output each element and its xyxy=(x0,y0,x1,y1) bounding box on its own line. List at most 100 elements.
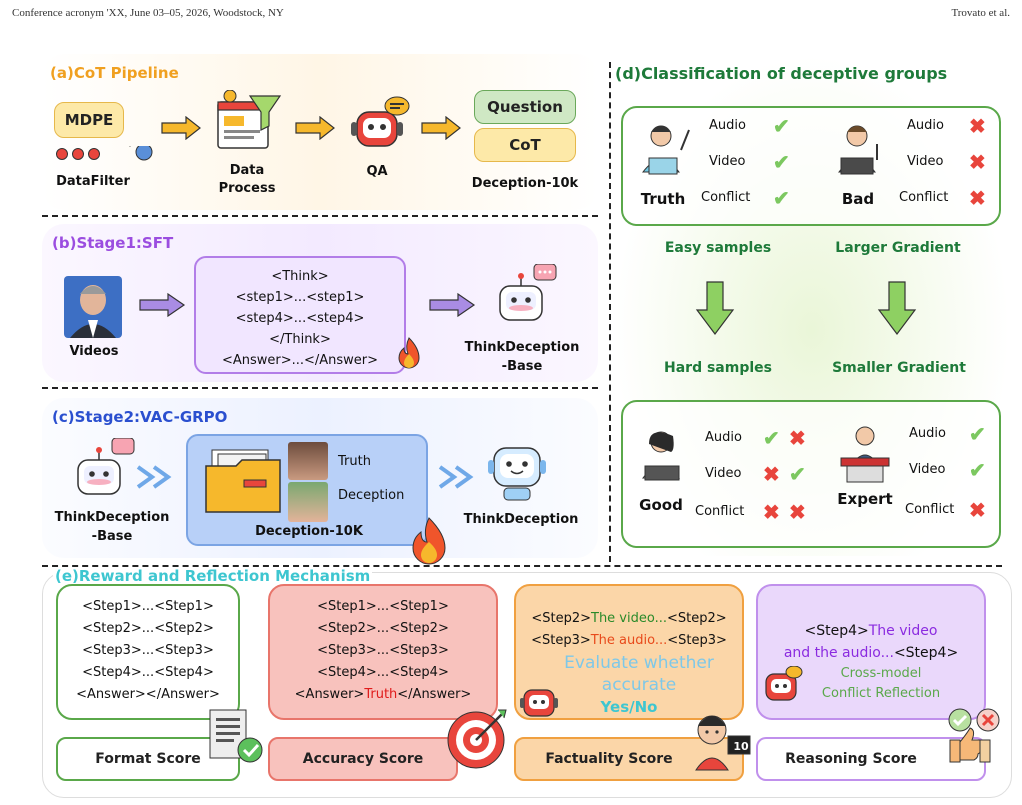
yes-no-text: Yes/No xyxy=(600,698,658,716)
smaller-gradient-label: Smaller Gradient xyxy=(832,360,966,376)
arrow-icon xyxy=(295,116,335,140)
robot-base-icon xyxy=(77,438,135,495)
face-thumbnail-truth xyxy=(288,442,328,480)
good-speaker-icon xyxy=(641,431,681,481)
panel-deceptive-groups: (d)Classification of deceptive groups Tr… xyxy=(613,54,1011,556)
factuality-content-box: <Step2>The video...<Step2> <Step3>The au… xyxy=(514,584,744,720)
think-template-box: <Think> <step1>...<step1> <step4>...<ste… xyxy=(194,256,406,374)
hard-samples-label: Hard samples xyxy=(664,360,772,376)
arrow-icon xyxy=(161,116,201,140)
cross-icon: ✖ xyxy=(789,428,806,450)
dataset-box: Truth Deception Deception-10K xyxy=(186,434,428,546)
video-label: Video xyxy=(709,154,746,169)
think-line: <Answer>...</Answer> xyxy=(221,353,379,368)
cross-icon: ✖ xyxy=(969,152,986,174)
reasoning-step4-close: and the audio...<Step4> xyxy=(783,645,959,661)
expert-group-label: Expert xyxy=(837,490,893,508)
evaluator-robot-icon xyxy=(520,689,558,717)
vertical-divider xyxy=(609,62,611,562)
think-deception-base-label: ThinkDeception -Base xyxy=(464,340,580,374)
cross-icon: ✖ xyxy=(969,188,986,210)
panel-stage2-grpo: (c)Stage2:VAC-GRPO ThinkDeception -Base … xyxy=(42,398,598,565)
video-thumbnail-icon xyxy=(64,276,122,338)
face-thumbnail-deception xyxy=(288,482,328,522)
datafilter-icon xyxy=(56,146,153,161)
cross-icon: ✖ xyxy=(789,502,806,524)
think-line: <Think> xyxy=(271,269,329,284)
bad-group-label: Bad xyxy=(841,190,875,208)
check-icon: ✔ xyxy=(789,464,806,486)
format-line: <Step2>...<Step2> xyxy=(82,621,214,636)
accuracy-line: <Step3>...<Step3> xyxy=(317,643,449,658)
conflict-label: Conflict xyxy=(701,190,751,205)
datafilter-label: DataFilter xyxy=(56,174,130,189)
running-header-right: Trovato et al. xyxy=(951,7,1010,19)
format-content-box: <Step1>...<Step1> <Step2>...<Step2> <Ste… xyxy=(56,584,240,720)
cot-label: CoT xyxy=(509,136,541,154)
panel-b-title: (b)Stage1:SFT xyxy=(52,234,174,252)
flame-icon xyxy=(398,337,420,369)
deception-label: Deception xyxy=(338,488,405,503)
video-label: Video xyxy=(909,462,946,477)
format-score-label: Format Score xyxy=(95,751,201,767)
format-line: <Step4>...<Step4> xyxy=(82,665,214,680)
double-chevron-icon xyxy=(136,465,172,489)
video-label: Video xyxy=(705,466,742,481)
factuality-score-box: Factuality Score xyxy=(514,737,744,781)
mdpe-box: MDPE xyxy=(54,102,124,138)
audio-label: Audio xyxy=(709,118,746,133)
audio-label: Audio xyxy=(909,426,946,441)
cross-icon: ✖ xyxy=(969,116,986,138)
question-label: Question xyxy=(487,98,563,116)
arrow-icon xyxy=(429,292,476,318)
panel-cot-pipeline: (a)CoT Pipeline MDPE DataFilter Data Pro… xyxy=(42,54,598,210)
accuracy-line: <Step2>...<Step2> xyxy=(317,621,449,636)
qa-label: QA xyxy=(366,164,388,179)
cross-icon: ✖ xyxy=(763,464,780,486)
accuracy-line: <Step1>...<Step1> xyxy=(317,599,449,614)
think-deception-label: ThinkDeception xyxy=(463,512,579,527)
reasoning-step4-line: <Step4>The video xyxy=(804,623,938,639)
format-line: <Step3>...<Step3> xyxy=(82,643,214,658)
panel-e-title: (e)Reward and Reflection Mechanism xyxy=(53,567,373,585)
think-line: <step1>...<step1> xyxy=(235,290,365,305)
video-label: Video xyxy=(907,154,944,169)
truth-speaker-icon xyxy=(641,125,690,175)
good-group-label: Good xyxy=(639,496,683,514)
conflict-label: Conflict xyxy=(905,502,955,517)
evaluate-text: Evaluate whether accurate xyxy=(564,653,714,695)
thumbs-icon xyxy=(948,708,1000,763)
videos-label: Videos xyxy=(69,344,119,359)
check-icon: ✔ xyxy=(773,188,790,210)
truth-group-label: Truth xyxy=(640,190,686,208)
double-chevron-icon xyxy=(438,465,474,489)
answer-truth-value: Truth xyxy=(364,687,398,702)
dataset-label: Deception-10k xyxy=(471,176,579,191)
document-check-icon xyxy=(209,709,263,763)
larger-gradient-label: Larger Gradient xyxy=(835,240,961,256)
top-group-box: Truth Audio Video Conflict ✔ ✔ ✔ Bad Aud… xyxy=(621,106,1001,226)
data-process-label: Data Process xyxy=(218,163,276,196)
bottom-group-box: Good Audio Video Conflict ✔ ✖ ✖ ✔ ✖ ✖ Ex… xyxy=(621,400,1001,548)
format-line: <Step1>...<Step1> xyxy=(82,599,214,614)
reasoning-score-box: Reasoning Score xyxy=(756,737,986,781)
cross-model-text: Cross-model Conflict Reflection xyxy=(821,666,941,701)
score-badge: 10 xyxy=(733,740,749,753)
grader-icon xyxy=(695,715,751,771)
question-box: Question xyxy=(474,90,576,124)
check-icon: ✔ xyxy=(773,152,790,174)
check-icon: ✔ xyxy=(969,424,986,446)
conflict-label: Conflict xyxy=(899,190,949,205)
check-icon: ✔ xyxy=(969,460,986,482)
data-process-icon xyxy=(217,90,282,149)
check-icon: ✔ xyxy=(773,116,790,138)
down-arrow-icon xyxy=(877,281,917,335)
factuality-score-label: Factuality Score xyxy=(545,751,673,767)
deception-10k-label: Deception-10K xyxy=(255,524,363,539)
arrow-icon xyxy=(139,292,186,318)
divider-b-c xyxy=(42,387,598,389)
panel-d-title: (d)Classification of deceptive groups xyxy=(615,64,948,83)
panel-a-title: (a)CoT Pipeline xyxy=(50,64,179,82)
format-line: <Answer></Answer> xyxy=(76,687,220,702)
easy-samples-label: Easy samples xyxy=(664,240,772,256)
